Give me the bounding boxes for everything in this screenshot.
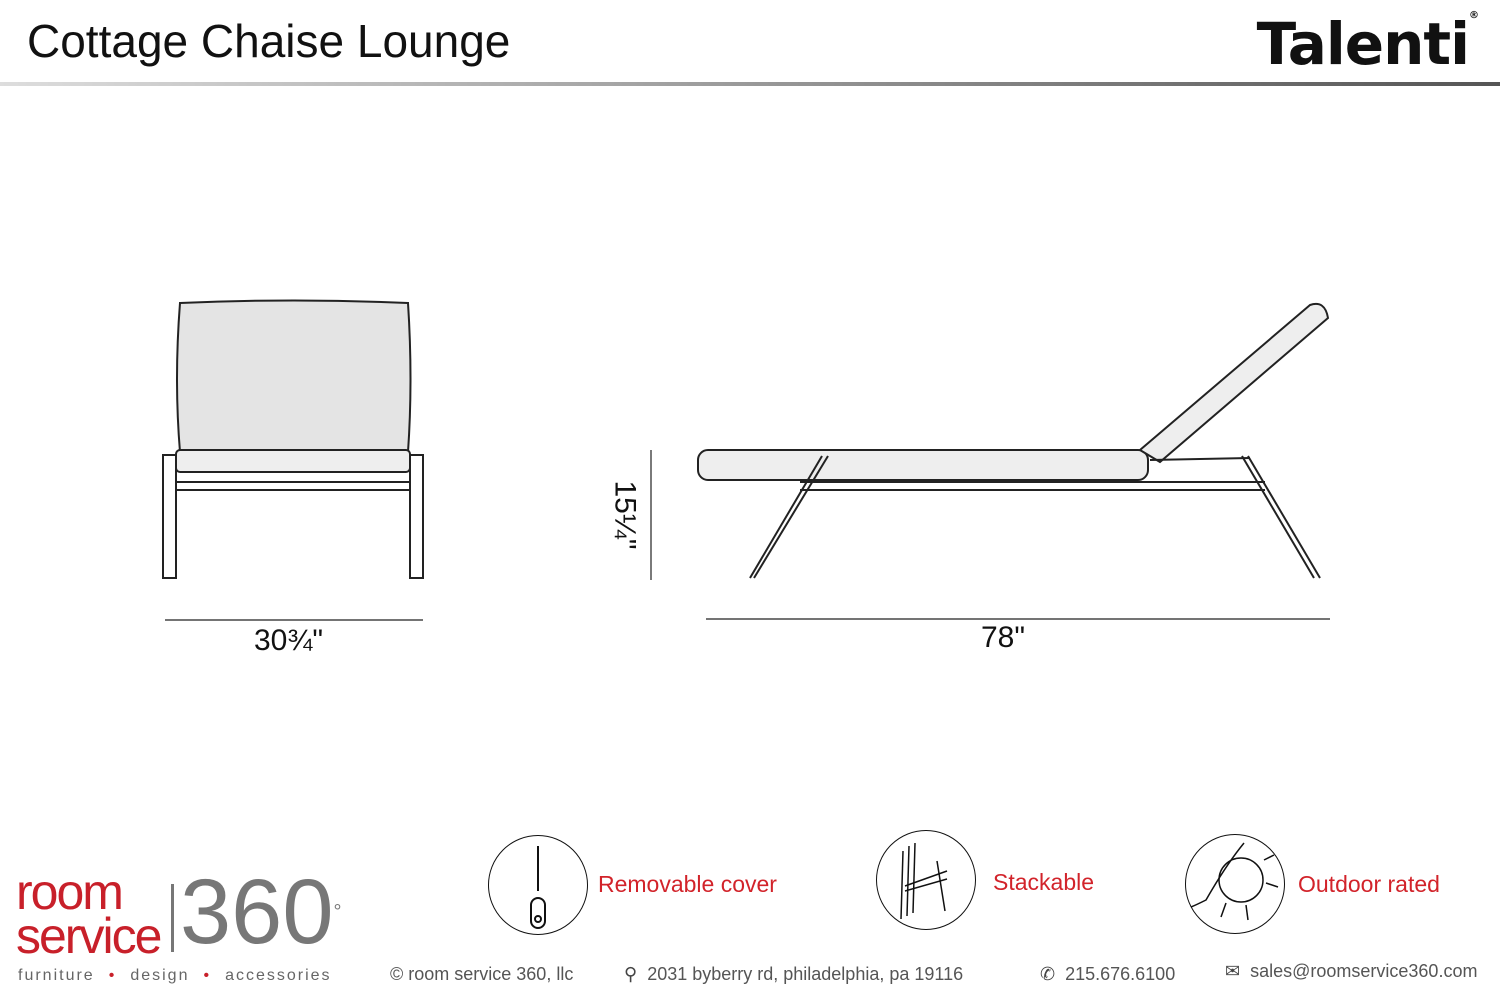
length-dimension: 78" [981,621,1026,654]
feature-label-removable-cover: Removable cover [598,871,777,897]
page-title: Cottage Chaise Lounge [27,15,511,67]
phone-text: 215.676.6100 [1065,964,1176,984]
footer-address: ⚲ 2031 byberry rd, philadelphia, pa 19116 [624,964,963,985]
logo-divider [171,884,174,952]
brand-logo: Talenti® [1256,10,1479,78]
footer-email[interactable]: ✉ sales@roomservice360.com [1225,961,1477,982]
sun-rain-icon [1185,834,1285,934]
feature-label-stackable: Stackable [993,869,1095,895]
width-dimension: 30¾" [254,624,324,657]
email-text: sales@roomservice360.com [1250,961,1478,981]
logo-360: 360° [180,866,342,958]
logo-line-room: room [16,864,124,920]
brand-name: Talenti [1256,10,1470,78]
height-dimension: 15¼" [608,480,642,550]
zipper-icon [488,835,588,935]
logo-degree: ° [333,901,342,923]
map-pin-icon: ⚲ [624,964,638,984]
footer-copyright: © room service 360, llc [390,964,574,984]
stacked-chairs-icon [876,830,976,930]
logo-line-service: service [16,908,162,964]
footer-phone[interactable]: ✆ 215.676.6100 [1040,964,1175,985]
feature-label-outdoor-rated: Outdoor rated [1298,871,1440,897]
tagline-furniture: furniture [18,967,95,984]
logo-number: 360 [180,861,334,963]
phone-icon: ✆ [1040,964,1056,984]
front-view-drawing [162,299,424,579]
logo-tagline: furniture•design•accessories [18,967,332,984]
side-view-drawing [697,302,1330,579]
header-divider [0,82,1500,86]
tagline-accessories: accessories [225,967,332,984]
tagline-design: design [130,967,190,984]
envelope-icon: ✉ [1225,961,1241,981]
address-text: 2031 byberry rd, philadelphia, pa 19116 [647,964,964,984]
brand-mark: ® [1469,10,1479,21]
